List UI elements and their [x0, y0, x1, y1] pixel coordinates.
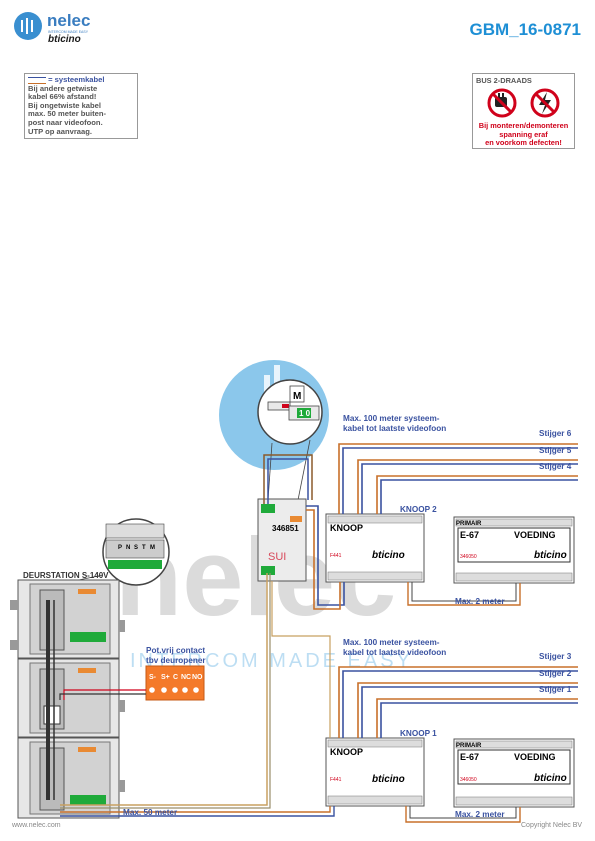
svg-text:T: T [142, 545, 146, 551]
relay-contact: S- S+ C NC NO [145, 665, 205, 701]
no-plug-icon [487, 88, 517, 118]
svg-text:VOEDING: VOEDING [514, 752, 556, 762]
zoom-display: 1 0 [299, 409, 311, 418]
knoop-2-box: KNOOP F441 bticino [325, 513, 425, 583]
cable-note: = systeemkabel Bij andere getwiste kabel… [24, 73, 138, 140]
svg-text:M: M [150, 545, 155, 551]
svg-text:bticino: bticino [372, 774, 405, 785]
module-346851: 346851 SUI [257, 498, 307, 582]
svg-text:F441: F441 [330, 553, 342, 559]
knoop-2-label: KNOOP 2 [400, 505, 437, 514]
svg-text:346851: 346851 [272, 524, 299, 533]
nelec-logo-icon [14, 12, 42, 40]
svg-text:346050: 346050 [460, 777, 477, 783]
svg-text:E-67: E-67 [460, 752, 479, 762]
svg-text:VOEDING: VOEDING [514, 530, 556, 540]
svg-text:PRIMAIR: PRIMAIR [456, 521, 482, 527]
svg-text:E-67: E-67 [460, 530, 479, 540]
svg-text:P: P [118, 545, 122, 551]
nelec-logo: nelec INTERCOM MADE EASY bticino [14, 11, 104, 46]
bus-warning-box: BUS 2-DRAADS Bij monteren/demonteren spa… [472, 73, 575, 149]
svg-text:KNOOP: KNOOP [330, 747, 363, 757]
stijger-3: Stijger 3 [539, 652, 572, 661]
stijger-6: Stijger 6 [539, 429, 572, 438]
cable-legend: = systeemkabel [28, 75, 134, 85]
voeding-bottom: PRIMAIR E-67 VOEDING 346050 bticino [453, 738, 575, 808]
knoop-1-box: KNOOP F441 bticino [325, 737, 425, 807]
svg-text:N: N [126, 545, 130, 551]
footer-copyright: Copyright Nelec BV [521, 822, 583, 829]
bus-title: BUS 2-DRAADS [476, 76, 532, 85]
stijger-5: Stijger 5 [539, 446, 572, 455]
max2-bottom-label: Max. 2 meter [455, 810, 505, 819]
svg-text:S: S [134, 545, 138, 551]
knoop-1-label: KNOOP 1 [400, 729, 437, 738]
max50-label: Max. 50 meter [123, 808, 178, 817]
partner-logo: bticino [48, 34, 81, 45]
svg-text:S+: S+ [161, 674, 170, 681]
deurstation-label: DEURSTATION S-140V [23, 571, 109, 580]
dip-switch-detail: M 1 0 [257, 379, 323, 501]
brand-tagline: INTERCOM MADE EASY [48, 30, 89, 34]
svg-text:PRIMAIR: PRIMAIR [456, 743, 482, 749]
svg-text:SUI: SUI [268, 551, 286, 563]
svg-text:KNOOP: KNOOP [330, 523, 363, 533]
svg-text:C: C [173, 674, 178, 681]
zoom-m-label: M [293, 391, 301, 402]
svg-text:S-: S- [149, 674, 157, 681]
svg-text:NO: NO [192, 674, 203, 681]
stijger-4: Stijger 4 [539, 462, 572, 471]
door-station [10, 579, 125, 819]
potvrij-label: Pot.vrij contact tbv deuropener [146, 646, 206, 665]
svg-text:346050: 346050 [460, 554, 477, 560]
voeding-top: PRIMAIR E-67 VOEDING 346050 bticino [453, 516, 575, 584]
stijger-2: Stijger 2 [539, 669, 572, 678]
svg-text:bticino: bticino [372, 550, 405, 561]
document-code: GBM_16-0871 [469, 20, 581, 39]
terminal-detail: P N S T M [63, 518, 170, 586]
warning-icons [487, 88, 560, 118]
max100-bottom-label: Max. 100 meter systeem- kabel tot laatst… [343, 638, 447, 657]
svg-text:bticino: bticino [534, 550, 567, 561]
stijger-1: Stijger 1 [539, 685, 572, 694]
footer-website: www.nelec.com [12, 822, 61, 829]
svg-text:bticino: bticino [534, 773, 567, 784]
brand-name: nelec [47, 11, 91, 30]
svg-text:NC: NC [181, 674, 191, 681]
max100-top-label: Max. 100 meter systeem- kabel tot laatst… [343, 414, 447, 433]
svg-text:F441: F441 [330, 777, 342, 783]
no-voltage-icon [530, 88, 560, 118]
max2-top-label: Max. 2 meter [455, 597, 505, 606]
